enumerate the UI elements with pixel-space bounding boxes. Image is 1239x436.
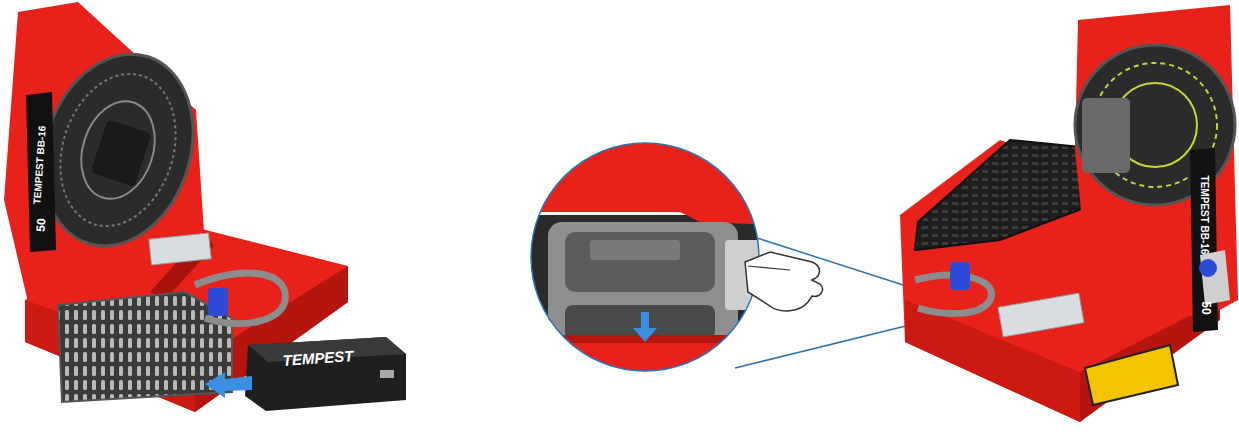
fan-motor (90, 119, 151, 186)
hand-finger (748, 266, 790, 270)
battery-indicator (380, 370, 394, 378)
fan-grille (19, 35, 217, 266)
label-band (26, 92, 56, 252)
hand-icon (745, 252, 822, 311)
battery-connector (950, 262, 970, 290)
battery-pack (245, 337, 406, 411)
grille-ring (69, 92, 166, 209)
housing-bottom (520, 342, 780, 382)
magnifier-circle (531, 143, 759, 371)
housing-edge (520, 335, 780, 343)
down-arrow-head (633, 328, 657, 342)
fan-motor (1082, 98, 1130, 173)
warning-sticker (1085, 345, 1178, 405)
detail-magnifier (520, 140, 925, 382)
battery-panel (565, 232, 715, 292)
leader-line (735, 322, 922, 368)
product-label: TEMPEST BB-16 (1199, 176, 1209, 255)
instruction-sticker (998, 293, 1084, 337)
left-fan (4, 2, 406, 412)
grille-ring (42, 59, 195, 241)
down-arrow-shaft (641, 312, 649, 330)
battery-tray-grille (58, 292, 232, 402)
side-bracket (1200, 250, 1230, 305)
tilt-knob (1199, 259, 1217, 277)
product-label: 50 (35, 218, 48, 232)
label-band (1190, 148, 1218, 332)
battery-body (548, 222, 738, 352)
right-fan (900, 5, 1238, 422)
battery-connector (208, 288, 228, 316)
battery-logo-plate (590, 240, 680, 260)
insert-arrow (205, 372, 252, 398)
carry-handle (195, 273, 285, 324)
instruction-sticker (149, 233, 211, 265)
product-label: 50 (1200, 301, 1212, 314)
